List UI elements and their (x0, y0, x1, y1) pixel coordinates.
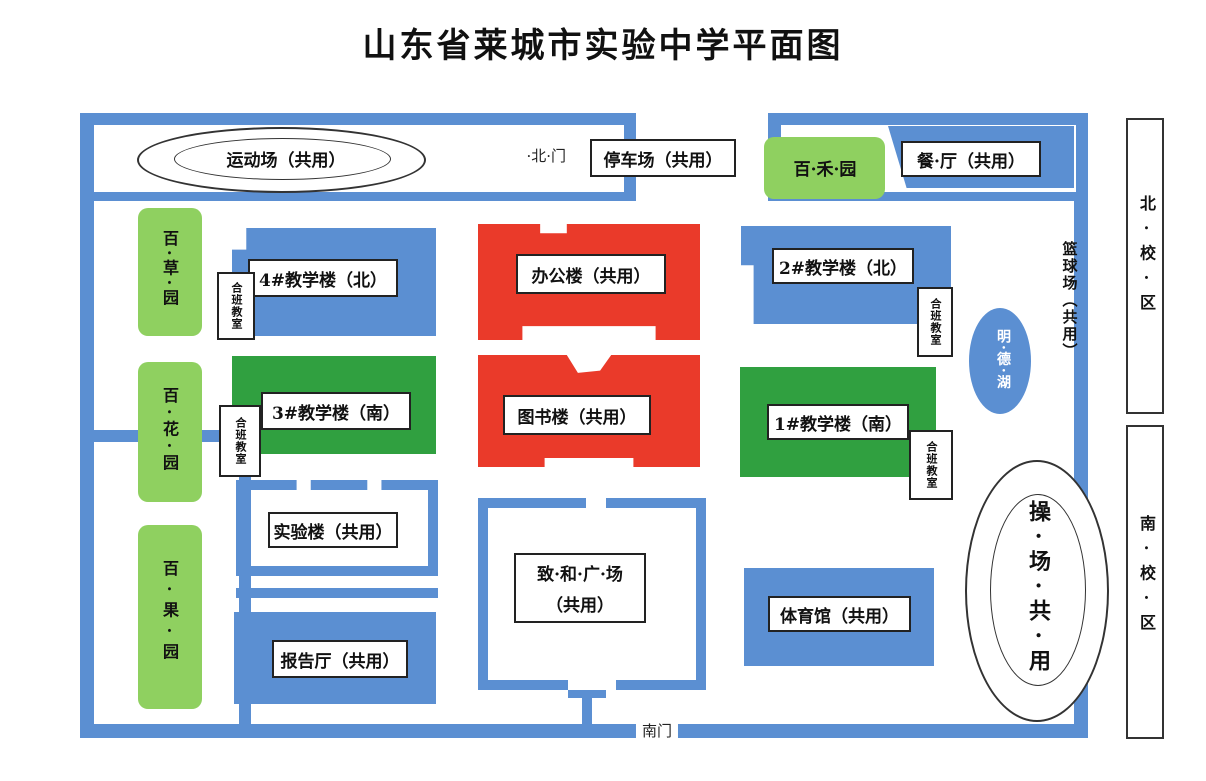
lab-right (236, 480, 246, 576)
bldg3-label: 3#教学楼（南） (261, 392, 411, 430)
art-garden-label: 百·禾·园 (793, 159, 857, 180)
flower-garden-label: 百·花·园 (160, 387, 179, 477)
plaza-label-line2: （共用） (546, 596, 614, 616)
plaza-right (478, 498, 488, 690)
lake-label: 明·德·湖 (995, 329, 1011, 391)
south-campus-label: 南·校·区 (1137, 515, 1156, 645)
south-gate-label: 南门 (635, 720, 678, 741)
lab-bottom (236, 566, 438, 576)
north-campus-label: 北·校·区 (1137, 195, 1156, 325)
corridor-3: 合班教室 (219, 405, 261, 477)
dining-label: 餐·厅（共用） (901, 141, 1041, 177)
sports-field-label: 运动场（共用） (226, 150, 346, 171)
plaza-bottom-left (616, 680, 706, 690)
north-gate-label: ·北·门 (526, 147, 566, 165)
bldg4-label: 4#教学楼（北） (248, 259, 398, 297)
office-label: 办公楼（共用） (516, 254, 666, 294)
corridor-4: 合班教室 (217, 272, 255, 340)
plaza-bottom-right (478, 680, 568, 690)
gym-label: 体育馆（共用） (768, 596, 911, 632)
lab-left (428, 480, 438, 576)
parking-label: 停车场（共用） (590, 139, 736, 177)
auditorium-label: 报告厅（共用） (272, 640, 408, 678)
playground-label: 操·场·共·用 (1025, 499, 1051, 681)
fruit-garden-label: 百·果·园 (160, 560, 179, 670)
bldg2-label: 2#教学楼（北） (772, 248, 914, 284)
library-label: 图书楼（共用） (503, 395, 651, 435)
corridor-1: 合班教室 (909, 430, 953, 500)
bldg1-label: 1#教学楼（南） (767, 404, 909, 440)
corridor-2: 合班教室 (917, 287, 953, 357)
page-title: 山东省莱城市实验中学平面图 (362, 26, 844, 66)
frame-right (80, 113, 94, 738)
lab-lower-bar (236, 588, 438, 598)
lab-top (236, 480, 438, 490)
herb-garden-label: 百·草·园 (160, 230, 179, 310)
plaza-left (696, 498, 706, 690)
plaza-gate-bar (568, 690, 606, 698)
lab-label: 实验楼（共用） (268, 512, 398, 548)
plaza-label: 致·和·广·场 （共用） (514, 553, 646, 623)
plaza-label-line1: 致·和·广·场 (537, 565, 623, 585)
plaza-top-left (606, 498, 706, 508)
plaza-top-right (478, 498, 586, 508)
ball-courts-label: 篮球场（共用） (1060, 240, 1079, 360)
